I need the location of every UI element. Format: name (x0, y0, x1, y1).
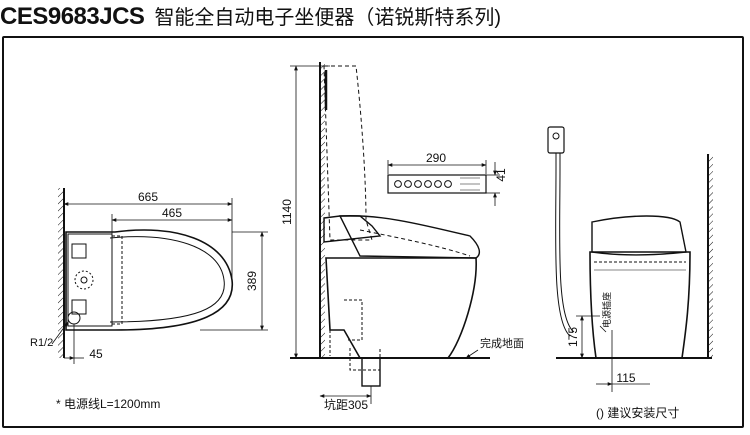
remote-control (387, 160, 500, 206)
model-number: CES9683JCS (0, 3, 145, 30)
remote-body (387, 174, 487, 194)
note-power-cord: * 电源线L=1200mm (56, 397, 160, 411)
top-view (51, 188, 268, 364)
dim-front-offset: 115 (616, 371, 635, 385)
label-finished-floor: 完成地面 (480, 336, 524, 350)
side-view-open-lid (323, 65, 373, 241)
dim-remote-height: 41 (494, 168, 508, 182)
wall-power-outlet (547, 126, 565, 154)
front-view (547, 126, 713, 392)
dim-rough-in: 坑距305 (324, 397, 368, 412)
dim-remote-width: 290 (426, 151, 446, 165)
product-description: 智能全自动电子坐便器（诺锐斯特系列) (154, 7, 502, 29)
top-view-flange (74, 270, 94, 290)
drawing-frame (2, 36, 744, 428)
dim-overall-length: 665 (138, 190, 158, 204)
label-power-plug: 电源插座 (601, 292, 612, 328)
front-view-lid (591, 215, 687, 256)
dim-width: 389 (245, 271, 259, 291)
top-view-wall-hatch (58, 188, 64, 358)
dim-height: 1140 (280, 199, 294, 225)
side-view-seat-open (359, 229, 471, 257)
dim-supply-height: 175 (566, 327, 580, 347)
top-view-seat-outline (109, 236, 225, 323)
callout-supply: R1/2 (30, 337, 53, 349)
page-title: CES9683JCS 智能全自动电子坐便器（诺锐斯特系列) (0, 1, 501, 31)
side-view-base (325, 257, 477, 359)
dim-supply-offset: 45 (89, 347, 103, 361)
top-view-bowl-outline (65, 229, 234, 331)
note-recommended: () 建议安装尺寸 (596, 405, 679, 420)
side-view-closed-lid (338, 215, 481, 259)
dim-seat-length: 465 (162, 206, 182, 220)
side-view (290, 62, 490, 404)
